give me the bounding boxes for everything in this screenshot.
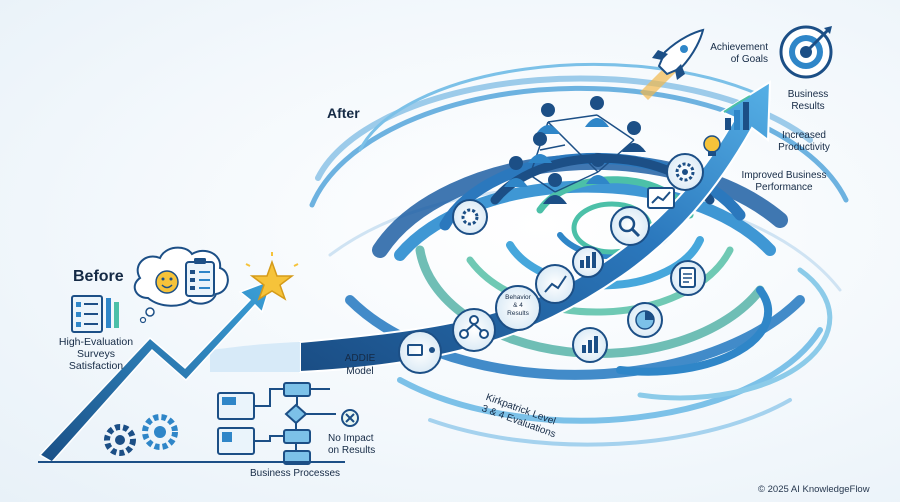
target-icon <box>779 25 833 79</box>
copyright: © 2025 AI KnowledgeFlow <box>758 484 870 495</box>
processes-caption: Business Processes <box>250 468 341 479</box>
addie-line: ADDIE <box>344 353 376 364</box>
lightbulb-icon <box>703 135 721 156</box>
productivity-line: Productivity <box>778 142 830 153</box>
trend-icon <box>544 275 567 293</box>
addie-line: Model <box>346 366 374 377</box>
presentation-icon <box>407 344 423 356</box>
business-line: Business <box>787 89 829 100</box>
after-title: After <box>327 105 360 121</box>
behavior-line: Behavior <box>505 294 531 301</box>
people-icon <box>504 96 646 204</box>
survey-line: Surveys <box>77 348 115 360</box>
survey-icon <box>71 295 119 333</box>
productivity-line: Increased <box>782 130 826 141</box>
productivity-caption: Increased Productivity <box>766 130 842 154</box>
performance-line: Performance <box>755 182 813 193</box>
goals-line: of Goals <box>730 54 768 65</box>
bar-chart-icon <box>582 336 598 353</box>
chart-card-icon <box>651 191 671 204</box>
gear-icon <box>675 162 695 182</box>
pie-chart-icon <box>635 310 655 330</box>
x-circle-icon <box>341 409 359 427</box>
floating-icons <box>452 199 706 363</box>
clipboard-icon <box>185 258 215 297</box>
goals-caption: Achievement of Goals <box>700 42 768 66</box>
no-impact-line: on Results <box>328 445 376 456</box>
survey-caption: High-Evaluation Surveys Satisfaction <box>52 336 140 372</box>
business-results-caption: Business Results <box>776 89 840 113</box>
behavior-line: Results <box>507 310 529 317</box>
magnifier-icon <box>618 215 636 233</box>
smiley-icon <box>155 270 179 294</box>
gear-icon <box>461 208 479 226</box>
no-impact-caption: No Impact on Results <box>328 433 375 457</box>
survey-line: Satisfaction <box>68 360 124 372</box>
goals-line: Achievement <box>710 42 768 53</box>
behavior-caption: Behavior & 4 Results <box>496 294 540 318</box>
survey-line: High-Evaluation <box>58 336 134 348</box>
performance-line: Improved Business <box>741 170 827 181</box>
before-title: Before <box>73 268 124 285</box>
network-icon <box>459 315 489 339</box>
performance-caption: Improved Business Performance <box>724 170 844 194</box>
flowchart-icon <box>205 382 345 465</box>
behavior-line: & 4 <box>513 302 523 309</box>
bar-chart-icon <box>723 95 751 130</box>
arrow-icons <box>398 153 704 374</box>
behavior-disc <box>495 285 541 331</box>
business-line: Results <box>791 101 825 112</box>
rocket-icon <box>640 28 705 100</box>
addie-caption: ADDIE Model <box>335 352 385 378</box>
no-impact-line: No Impact <box>328 433 374 444</box>
star-icon <box>245 252 299 301</box>
gears-icon <box>104 414 178 456</box>
